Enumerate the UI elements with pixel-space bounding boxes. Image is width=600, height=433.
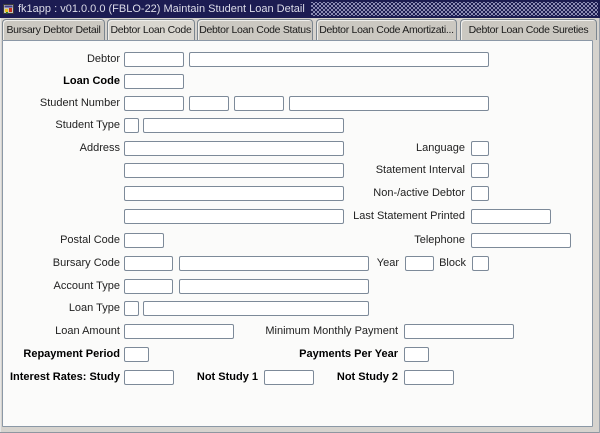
account-type-desc-field[interactable] xyxy=(179,279,369,294)
form-canvas: Debtor Loan Code Student Number Student … xyxy=(2,40,593,427)
block-label: Block xyxy=(439,257,466,269)
last-statement-printed-label: Last Statement Printed xyxy=(353,210,465,222)
bursary-code-field[interactable] xyxy=(124,256,173,271)
tab-strip: Bursary Debtor Detail Debtor Loan Code D… xyxy=(0,19,600,40)
interest-rates-study-label: Interest Rates: Study xyxy=(9,371,120,383)
loan-type-desc-field[interactable] xyxy=(143,301,369,316)
loan-type-field[interactable] xyxy=(124,301,139,316)
account-type-label: Account Type xyxy=(53,280,120,292)
student-type-field[interactable] xyxy=(124,118,139,133)
student-number-field-4[interactable] xyxy=(289,96,489,111)
non-active-debtor-label: Non-/active Debtor xyxy=(373,187,465,199)
tab-debtor-loan-code-amortization[interactable]: Debtor Loan Code Amortizati... xyxy=(316,19,457,40)
minimum-monthly-payment-label: Minimum Monthly Payment xyxy=(265,325,398,337)
payments-per-year-label: Payments Per Year xyxy=(299,348,398,360)
not-study-1-field[interactable] xyxy=(264,370,314,385)
not-study-1-label: Not Study 1 xyxy=(196,371,258,383)
not-study-2-label: Not Study 2 xyxy=(336,371,398,383)
payments-per-year-field[interactable] xyxy=(404,347,429,362)
year-field[interactable] xyxy=(405,256,434,271)
debtor-name-field[interactable] xyxy=(189,52,489,67)
repayment-period-field[interactable] xyxy=(124,347,149,362)
loan-amount-field[interactable] xyxy=(124,324,234,339)
address-line-2-field[interactable] xyxy=(124,163,344,178)
last-statement-printed-field[interactable] xyxy=(471,209,551,224)
year-label: Year xyxy=(376,257,399,269)
tab-debtor-loan-code-sureties[interactable]: Debtor Loan Code Sureties xyxy=(460,19,597,40)
loan-amount-label: Loan Amount xyxy=(55,325,120,337)
loan-code-label: Loan Code xyxy=(63,75,120,87)
minimum-monthly-payment-field[interactable] xyxy=(404,324,514,339)
student-type-label: Student Type xyxy=(55,119,120,131)
student-number-field-1[interactable] xyxy=(124,96,184,111)
debtor-code-field[interactable] xyxy=(124,52,184,67)
address-line-3-field[interactable] xyxy=(124,186,344,201)
non-active-debtor-field[interactable] xyxy=(471,186,489,201)
student-number-label: Student Number xyxy=(39,97,120,109)
tab-debtor-loan-code-status[interactable]: Debtor Loan Code Status xyxy=(197,19,313,40)
postal-code-field[interactable] xyxy=(124,233,164,248)
tab-bursary-debtor-detail[interactable]: Bursary Debtor Detail xyxy=(2,19,105,40)
block-field[interactable] xyxy=(472,256,489,271)
titlebar-pattern xyxy=(256,2,598,16)
address-label: Address xyxy=(79,142,120,154)
bursary-code-desc-field[interactable] xyxy=(179,256,369,271)
language-label: Language xyxy=(416,142,465,154)
window-title: fk1app : v01.0.0.0 (FBLO-22) Maintain St… xyxy=(18,0,311,18)
tab-debtor-loan-code[interactable]: Debtor Loan Code xyxy=(107,19,195,40)
debtor-label: Debtor xyxy=(86,53,120,65)
bursary-code-label: Bursary Code xyxy=(52,257,120,269)
telephone-label: Telephone xyxy=(414,234,465,246)
interest-rates-study-field[interactable] xyxy=(124,370,174,385)
statement-interval-field[interactable] xyxy=(471,163,489,178)
title-bar: fk1app : v01.0.0.0 (FBLO-22) Maintain St… xyxy=(0,0,600,18)
postal-code-label: Postal Code xyxy=(60,234,120,246)
form-icon xyxy=(3,3,15,15)
loan-type-label: Loan Type xyxy=(68,302,120,314)
student-type-desc-field[interactable] xyxy=(143,118,344,133)
statement-interval-label: Statement Interval xyxy=(375,164,465,176)
language-field[interactable] xyxy=(471,141,489,156)
student-number-field-3[interactable] xyxy=(234,96,284,111)
repayment-period-label: Repayment Period xyxy=(23,348,120,360)
student-number-field-2[interactable] xyxy=(189,96,229,111)
address-line-1-field[interactable] xyxy=(124,141,344,156)
loan-code-field[interactable] xyxy=(124,74,184,89)
not-study-2-field[interactable] xyxy=(404,370,454,385)
address-line-4-field[interactable] xyxy=(124,209,344,224)
account-type-field[interactable] xyxy=(124,279,173,294)
telephone-field[interactable] xyxy=(471,233,571,248)
